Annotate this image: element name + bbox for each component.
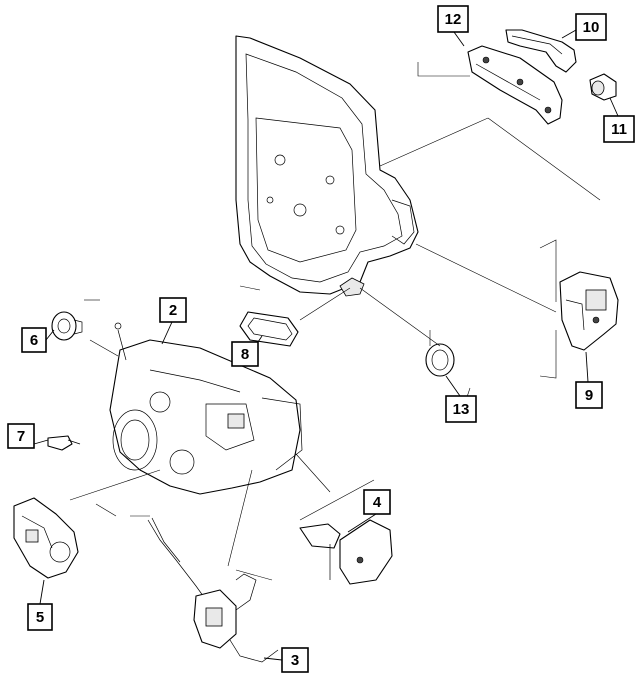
svg-text:7: 7 bbox=[17, 428, 25, 445]
callout-6: 6 bbox=[21, 327, 55, 353]
svg-text:13: 13 bbox=[453, 401, 470, 418]
exploded-guide-lines bbox=[69, 62, 601, 581]
latch-cable-drawing bbox=[147, 517, 279, 663]
svg-text:4: 4 bbox=[373, 494, 382, 511]
door-lock-actuator-drawing bbox=[299, 519, 393, 585]
svg-text:8: 8 bbox=[241, 346, 249, 363]
lock-cylinder-cap-drawing bbox=[589, 73, 617, 101]
svg-text:11: 11 bbox=[611, 121, 627, 138]
callout-8: 8 bbox=[231, 335, 263, 367]
callout-3: 3 bbox=[263, 647, 309, 673]
door-shell-drawing bbox=[235, 35, 419, 297]
outside-handle-drawing bbox=[505, 29, 577, 73]
handle-carrier-drawing bbox=[467, 45, 563, 125]
speaker-drawing bbox=[51, 311, 83, 341]
svg-text:3: 3 bbox=[291, 652, 299, 669]
svg-text:5: 5 bbox=[36, 609, 44, 626]
module-panel-drawing bbox=[109, 322, 303, 495]
callout-4: 4 bbox=[347, 489, 391, 533]
latch-drawing bbox=[559, 271, 619, 351]
callout-10: 10 bbox=[561, 13, 607, 41]
svg-text:10: 10 bbox=[583, 19, 600, 36]
callout-2: 2 bbox=[159, 297, 187, 345]
callout-11: 11 bbox=[603, 97, 635, 143]
callout-7: 7 bbox=[7, 423, 49, 449]
connector-drawing bbox=[47, 435, 81, 451]
window-motor-drawing bbox=[13, 497, 79, 579]
svg-text:2: 2 bbox=[169, 302, 177, 319]
svg-text:12: 12 bbox=[445, 11, 462, 28]
callout-13: 13 bbox=[445, 375, 477, 423]
plug-drawing bbox=[425, 343, 455, 377]
callout-9: 9 bbox=[575, 351, 603, 409]
glass-seal-drawing bbox=[239, 311, 299, 347]
callout-5: 5 bbox=[27, 579, 53, 631]
svg-text:6: 6 bbox=[30, 332, 38, 349]
callout-12: 12 bbox=[437, 5, 469, 47]
svg-text:9: 9 bbox=[585, 387, 593, 404]
